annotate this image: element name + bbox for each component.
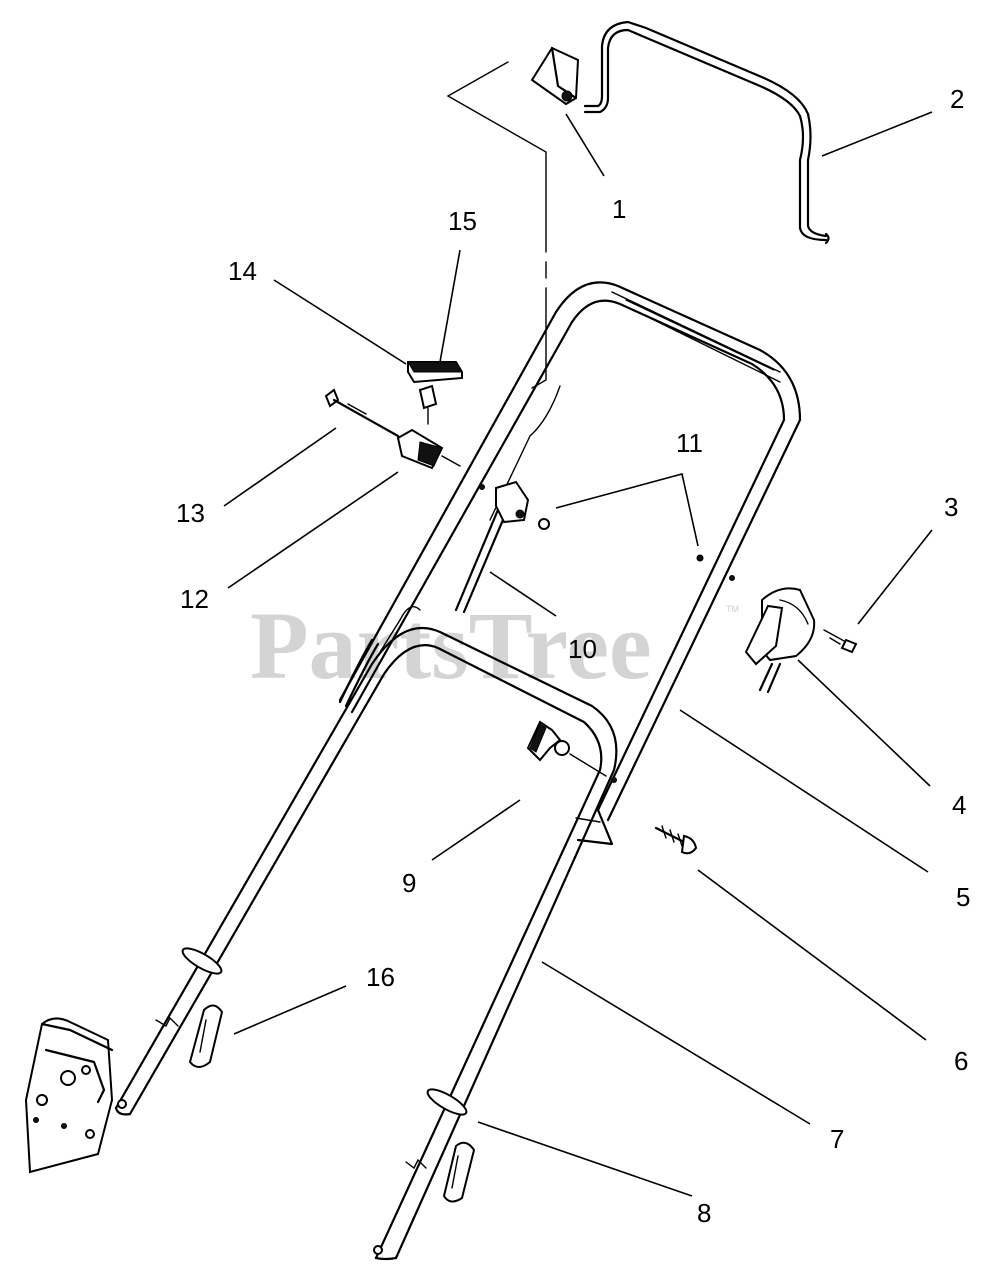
callout-3: 3 [944, 492, 958, 522]
callout-7: 7 [830, 1124, 844, 1154]
callout-9: 9 [402, 868, 416, 898]
part-10-cable [338, 385, 561, 708]
watermark: PartsTree [250, 592, 652, 699]
callout-16: 16 [366, 962, 395, 992]
part-14-15-knob [407, 361, 463, 425]
part-3-bolt [823, 629, 858, 654]
callout-10: 10 [568, 634, 597, 664]
callout-15: 15 [448, 206, 477, 236]
part-1-bracket [446, 46, 580, 389]
deck-bracket [24, 1017, 114, 1174]
part-6-carriage-bolt [611, 777, 698, 855]
callout-labels: 1 2 3 4 5 6 7 8 9 10 11 12 13 14 15 16 [176, 84, 970, 1228]
callout-1: 1 [612, 194, 626, 224]
part-7-lower-handle [114, 627, 618, 1261]
part-11-cable-clip [479, 480, 704, 562]
callout-14: 14 [228, 256, 257, 286]
callout-4: 4 [952, 790, 966, 820]
part-12-spacer [396, 428, 461, 470]
callout-11: 11 [676, 428, 703, 458]
callout-12: 12 [180, 584, 209, 614]
part-4-grip-lever [744, 587, 816, 694]
callout-2: 2 [950, 84, 964, 114]
part-16-slot-plates [188, 1004, 476, 1203]
part-9-wing-knob [526, 720, 607, 777]
part-8-rings [181, 947, 468, 1116]
part-13-bolt [324, 388, 400, 438]
watermark-trademark: TM [726, 604, 739, 614]
callout-13: 13 [176, 498, 205, 528]
callout-5: 5 [956, 882, 970, 912]
part-5-upper-handle [338, 281, 802, 822]
leader-lines [223, 111, 933, 1197]
callout-6: 6 [954, 1046, 968, 1076]
part-2-bail-handle [583, 20, 830, 245]
callout-8: 8 [697, 1198, 711, 1228]
